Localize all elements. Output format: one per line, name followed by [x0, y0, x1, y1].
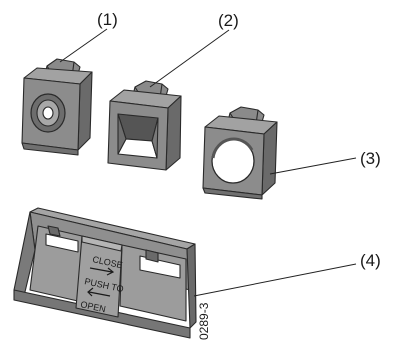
- module-open-frame: [107, 80, 182, 171]
- figure-id: 0289-3: [197, 302, 211, 340]
- leader-line-1: [59, 28, 108, 63]
- callout-part-1: (1): [97, 10, 118, 29]
- callout-part-3: (3): [360, 149, 381, 168]
- callout-part-2: (2): [218, 11, 239, 30]
- module-holder-frame: CLOSE PUSH TO OPEN: [13, 207, 197, 339]
- leader-line-3: [269, 157, 357, 175]
- arrow-left-icon: [88, 291, 111, 297]
- module-large-hole: [202, 106, 278, 200]
- leader-line-4: [193, 263, 357, 297]
- callout-part-4: (4): [360, 251, 381, 270]
- leader-line-2: [149, 29, 230, 88]
- arrow-right-icon: [89, 267, 113, 273]
- module-round-port: [21, 58, 93, 156]
